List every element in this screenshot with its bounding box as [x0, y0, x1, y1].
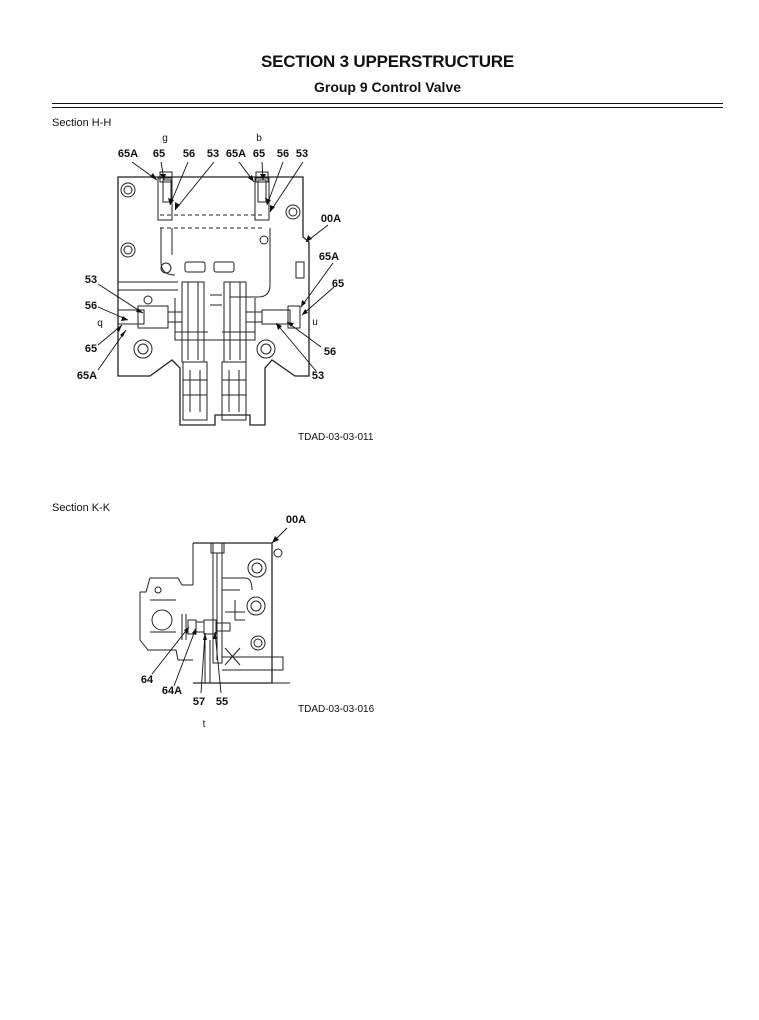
hh-callout-65-tr: 65 — [253, 148, 265, 160]
hh-port-u: u — [312, 317, 318, 328]
section-hh-drawing: g b 65A 65 56 53 65A 65 56 53 00A 65A 65… — [77, 133, 344, 426]
section-hh-figure-code: TDAD-03-03-011 — [298, 432, 374, 443]
hh-callout-56-l: 56 — [85, 300, 97, 312]
kk-callout-55: 55 — [216, 696, 228, 708]
hh-callout-53-r: 53 — [312, 370, 324, 382]
kk-callout-00a: 00A — [286, 514, 306, 526]
section-title: SECTION 3 UPPERSTRUCTURE — [260, 52, 515, 71]
hh-callout-65-tl: 65 — [153, 148, 165, 160]
hh-callout-65a-tr: 65A — [226, 148, 246, 160]
hh-port-g: g — [162, 133, 168, 144]
group-title: Group 9 Control Valve — [313, 79, 462, 95]
hh-callout-00a: 00A — [321, 213, 341, 225]
hh-port-b: b — [256, 133, 262, 144]
header-rule-top — [52, 103, 723, 104]
header-rule-bottom — [52, 107, 723, 108]
section-hh-label: Section H-H — [52, 117, 112, 129]
section-kk-label: Section K-K — [52, 502, 111, 514]
hh-callout-56-tr: 56 — [277, 148, 289, 160]
hh-port-q: q — [97, 318, 103, 329]
hh-callout-53-l: 53 — [85, 274, 97, 286]
hh-callout-53-tl: 53 — [207, 148, 219, 160]
hh-callout-56-r: 56 — [324, 346, 336, 358]
kk-callout-64: 64 — [141, 674, 154, 686]
hh-callout-56-tl: 56 — [183, 148, 195, 160]
section-kk-figure-code: TDAD-03-03-016 — [298, 704, 375, 715]
hh-callout-53-tr: 53 — [296, 148, 308, 160]
hh-callout-65a-r: 65A — [319, 251, 339, 263]
hh-callout-65a-l: 65A — [77, 370, 97, 382]
hh-callout-65a-tl: 65A — [118, 148, 138, 160]
kk-callout-64a: 64A — [162, 685, 182, 697]
hh-callout-65-r: 65 — [332, 278, 344, 290]
kk-port-t: t — [203, 719, 206, 730]
hh-callout-65-l: 65 — [85, 343, 97, 355]
kk-callout-57: 57 — [193, 696, 205, 708]
section-kk-drawing: 00A 64 64A 57 55 t — [139, 514, 306, 730]
